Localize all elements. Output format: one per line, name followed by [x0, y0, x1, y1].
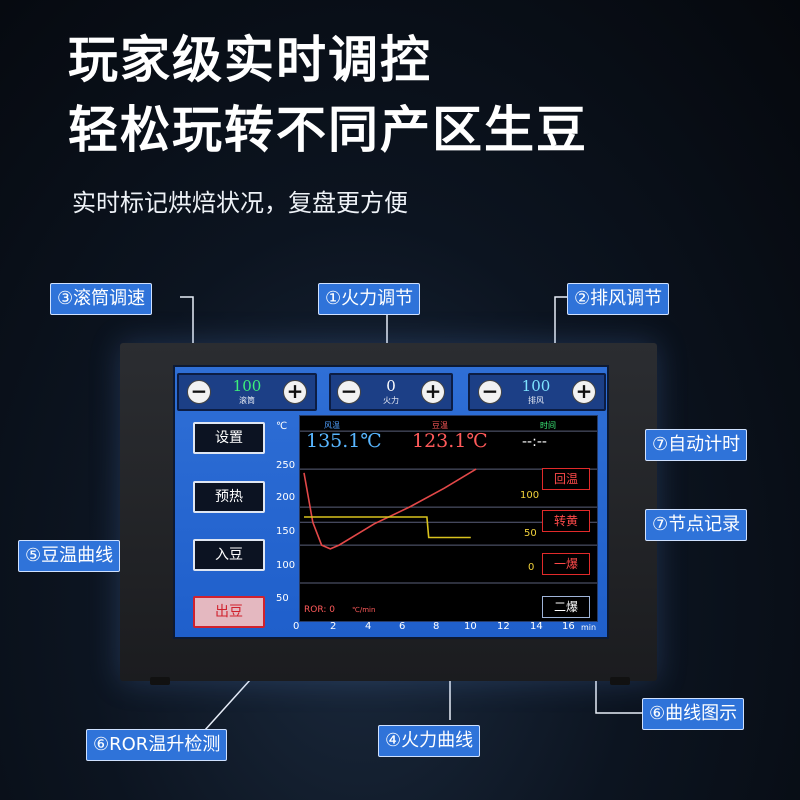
settings-button[interactable]: 设置 — [193, 422, 265, 454]
air-temp-value: 135.1℃ — [306, 430, 382, 452]
power-axis-0: 0 — [528, 562, 535, 573]
y-tick-200: 200 — [276, 492, 296, 503]
power-curve — [304, 516, 471, 539]
y-tick-150: 150 — [276, 526, 296, 537]
x-tick-4: 4 — [365, 621, 372, 632]
callout-heat-power: ①火力调节 — [318, 283, 421, 315]
callout-drum-speed: ③滚筒调速 — [50, 283, 153, 315]
bean-temp-value: 123.1℃ — [412, 430, 488, 452]
turning-point-button[interactable]: 回温 — [542, 468, 590, 490]
timer-value: --:-- — [522, 434, 547, 450]
x-tick-8: 8 — [433, 621, 440, 632]
y-unit-label: ℃ — [276, 421, 288, 432]
exhaust-control: − 100 排风 + — [468, 373, 606, 411]
ror-unit: ℃/min — [352, 606, 376, 614]
first-crack-button[interactable]: 一爆 — [542, 553, 590, 575]
x-tick-14: 14 — [530, 621, 543, 632]
y-tick-250: 250 — [276, 460, 296, 471]
headline-line2: 轻松玩转不同产区生豆 — [68, 101, 588, 159]
drum-minus-button[interactable]: − — [187, 380, 211, 404]
x-unit-label: min — [581, 623, 597, 632]
unload-beans-button[interactable]: 出豆 — [193, 596, 265, 628]
fire-minus-button[interactable]: − — [337, 380, 361, 404]
callout-exhaust: ②排风调节 — [567, 283, 670, 315]
callout-ror-detect: ⑥ROR温升检测 — [86, 729, 228, 761]
drum-value: 100 — [232, 377, 262, 395]
callout-curve-legend: ⑥曲线图示 — [642, 698, 745, 730]
exhaust-label: 排风 — [528, 396, 544, 405]
subheadline: 实时标记烘焙状况，复盘更方便 — [72, 189, 408, 217]
touch-screen: − 100 滚筒 + − 0 火力 + − 100 排风 + 设置 预热 入豆 … — [173, 365, 609, 639]
drum-speed-control: − 100 滚筒 + — [177, 373, 317, 411]
preheat-button[interactable]: 预热 — [193, 481, 265, 513]
yellowing-button[interactable]: 转黄 — [542, 510, 590, 532]
device-foot-right — [610, 677, 630, 685]
callout-power-curve: ④火力曲线 — [378, 725, 481, 757]
fire-power-control: − 0 火力 + — [329, 373, 453, 411]
fire-plus-button[interactable]: + — [421, 380, 445, 404]
exhaust-value: 100 — [521, 377, 551, 395]
device-foot-left — [150, 677, 170, 685]
roast-curve-chart: 风温 135.1℃ 豆温 123.1℃ 时间 --:-- 回温 转黄 一爆 二爆… — [299, 415, 598, 622]
power-axis-100: 100 — [520, 490, 540, 501]
exhaust-minus-button[interactable]: − — [478, 380, 502, 404]
x-tick-12: 12 — [497, 621, 510, 632]
fire-label: 火力 — [383, 396, 399, 405]
x-tick-0: 0 — [293, 621, 300, 632]
air-temp-label: 风温 — [324, 421, 340, 430]
y-tick-100: 100 — [276, 560, 296, 571]
exhaust-plus-button[interactable]: + — [572, 380, 596, 404]
callout-node-record: ⑦节点记录 — [645, 509, 748, 541]
bean-temp-curve — [303, 468, 477, 550]
fire-value: 0 — [386, 377, 396, 395]
second-crack-button[interactable]: 二爆 — [542, 596, 590, 618]
load-beans-button[interactable]: 入豆 — [193, 539, 265, 571]
y-tick-50: 50 — [276, 593, 289, 604]
drum-label: 滚筒 — [239, 396, 255, 405]
x-tick-6: 6 — [399, 621, 406, 632]
callout-bean-curve: ⑤豆温曲线 — [18, 540, 121, 572]
x-tick-10: 10 — [464, 621, 477, 632]
bean-temp-label: 豆温 — [432, 421, 448, 430]
callout-auto-timer: ⑦自动计时 — [645, 429, 748, 461]
x-tick-2: 2 — [330, 621, 337, 632]
time-label: 时间 — [540, 421, 556, 430]
drum-plus-button[interactable]: + — [283, 380, 307, 404]
headline-line1: 玩家级实时调控 — [68, 31, 432, 89]
ror-readout: ROR: 0 — [304, 605, 335, 615]
power-axis-50: 50 — [524, 528, 537, 539]
x-tick-16: 16 — [562, 621, 575, 632]
